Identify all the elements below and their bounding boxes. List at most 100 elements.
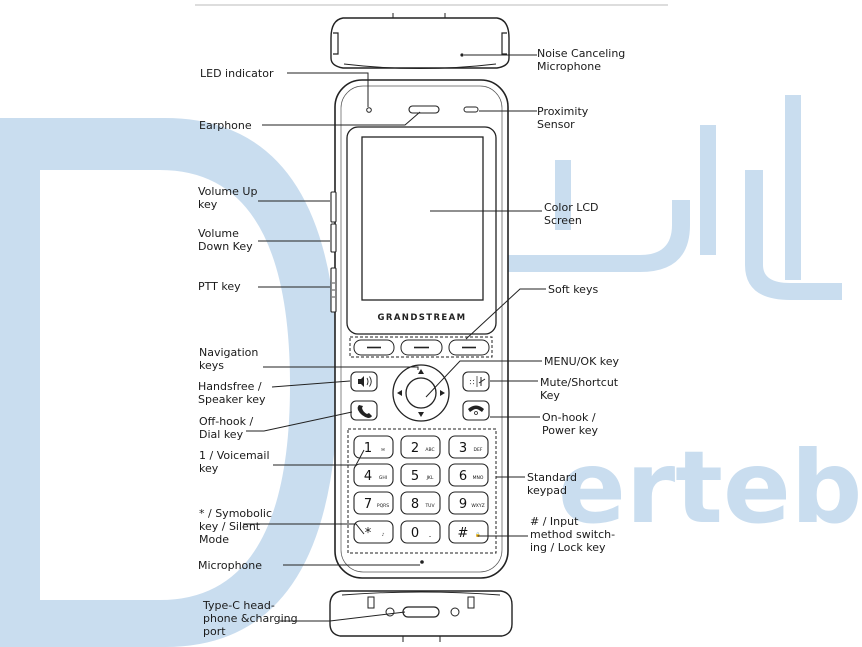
phone-handset-icon bbox=[357, 405, 372, 418]
soft-key-right[interactable] bbox=[448, 339, 490, 356]
speaker-icon bbox=[358, 376, 364, 387]
menu-ok-key[interactable] bbox=[405, 377, 437, 409]
callout-line: phone &charging bbox=[203, 612, 298, 625]
callout-line: Dial key bbox=[199, 428, 244, 441]
keypad-key-digit: 0 bbox=[411, 526, 419, 541]
leader-line bbox=[271, 380, 351, 388]
keypad-key-outline bbox=[400, 435, 441, 459]
callout-line: ing / Lock key bbox=[530, 541, 606, 554]
keypad-key-outline bbox=[353, 435, 394, 459]
callout-line: Power key bbox=[542, 424, 599, 437]
keypad-key-digit: 9 bbox=[459, 497, 467, 512]
watermark-stroke bbox=[745, 170, 842, 300]
keypad-key-digit: 6 bbox=[459, 469, 467, 484]
callout-label-menu-ok: MENU/OK key bbox=[544, 355, 620, 368]
callout-label-ptt: PTT key bbox=[198, 280, 241, 293]
callout-line: On-hook / bbox=[542, 411, 596, 424]
phone-bottom-view bbox=[329, 590, 513, 642]
callout-line: Proximity bbox=[537, 105, 589, 118]
callout-line: Soft keys bbox=[548, 283, 598, 296]
bottom-view-edge bbox=[341, 591, 501, 596]
keypad-key-digit: # bbox=[458, 526, 469, 541]
soft-key-middle[interactable] bbox=[400, 339, 443, 356]
keypad-key-digit: 7 bbox=[364, 497, 372, 512]
bottom-view-clip bbox=[467, 596, 475, 609]
nav-up-arrow-icon bbox=[418, 369, 424, 374]
callout-line: Key bbox=[540, 389, 560, 402]
watermark-bar bbox=[785, 95, 801, 280]
leader-line bbox=[243, 523, 365, 535]
speaker-waves bbox=[366, 376, 372, 387]
keypad-key[interactable]: #🔒 bbox=[448, 520, 489, 544]
callout-line: keys bbox=[199, 359, 224, 372]
keypad-key[interactable]: 0⎵ bbox=[400, 520, 441, 544]
leader-line bbox=[287, 72, 369, 107]
keypad-outline bbox=[347, 428, 497, 554]
color-lcd-screen bbox=[361, 136, 484, 301]
keypad-key-letters: JKL bbox=[426, 475, 434, 481]
callout-line: Earphone bbox=[199, 119, 252, 132]
keypad-key-outline bbox=[400, 463, 441, 487]
callout-label-led: LED indicator bbox=[200, 67, 274, 80]
keypad-key[interactable]: *♪ bbox=[353, 520, 394, 544]
on-hook-power-key[interactable] bbox=[462, 400, 490, 421]
soft-key-left[interactable] bbox=[353, 339, 395, 356]
watermark-text: ertebat bbox=[558, 429, 862, 546]
off-hook-dial-key[interactable] bbox=[350, 400, 378, 421]
earphone-grille bbox=[408, 105, 440, 114]
keypad-key[interactable]: 1✉ bbox=[353, 435, 394, 459]
callout-line: MENU/OK key bbox=[544, 355, 620, 368]
keypad-key-outline bbox=[448, 435, 489, 459]
callout-line: port bbox=[203, 625, 226, 638]
leader-line bbox=[465, 288, 546, 340]
watermark-logo: ertebat bbox=[0, 95, 862, 647]
keypad-key-outline bbox=[400, 491, 441, 515]
callout-line: Volume bbox=[198, 227, 239, 240]
leader-line bbox=[263, 366, 419, 370]
callout-line: key / Silent bbox=[199, 520, 261, 533]
handsfree-speaker-key[interactable] bbox=[350, 371, 378, 392]
keypad-key[interactable]: 5 JKL bbox=[400, 463, 441, 487]
keypad-key-letters: MNO bbox=[473, 475, 484, 481]
callout-line: Type-C head- bbox=[202, 599, 275, 612]
keypad-key-outline bbox=[448, 520, 489, 544]
keypad-key-outline bbox=[448, 463, 489, 487]
callout-line: Volume Up bbox=[198, 185, 257, 198]
volume-down-key[interactable] bbox=[330, 223, 337, 253]
keypad-key-letters: ♪ bbox=[382, 532, 385, 538]
callout-line: Screen bbox=[544, 214, 582, 227]
mute-mic-icon bbox=[478, 377, 486, 386]
keypad-key-letters: ⎵ bbox=[429, 533, 431, 538]
callout-line: Sensor bbox=[537, 118, 575, 131]
keypad-key-digit: 5 bbox=[411, 469, 419, 484]
callout-line: keypad bbox=[527, 484, 567, 497]
keypad-key-letters: 🔒 bbox=[475, 532, 481, 538]
keypad-key-outline bbox=[448, 491, 489, 515]
power-dot bbox=[474, 411, 478, 415]
nav-left-arrow-icon bbox=[397, 390, 402, 396]
callout-line: key bbox=[198, 198, 218, 211]
callout-line: LED indicator bbox=[200, 67, 274, 80]
top-view-edge bbox=[343, 63, 497, 69]
volume-up-key[interactable] bbox=[330, 191, 337, 223]
keypad-key[interactable]: 6 MNO bbox=[448, 463, 489, 487]
leader-line bbox=[262, 111, 421, 126]
watermark-letter-d bbox=[0, 118, 338, 647]
callout-line: Microphone bbox=[537, 60, 601, 73]
mute-shortcut-key[interactable]: ∷ bbox=[462, 371, 490, 392]
callout-label-onhook: On-hook /Power key bbox=[542, 411, 599, 437]
